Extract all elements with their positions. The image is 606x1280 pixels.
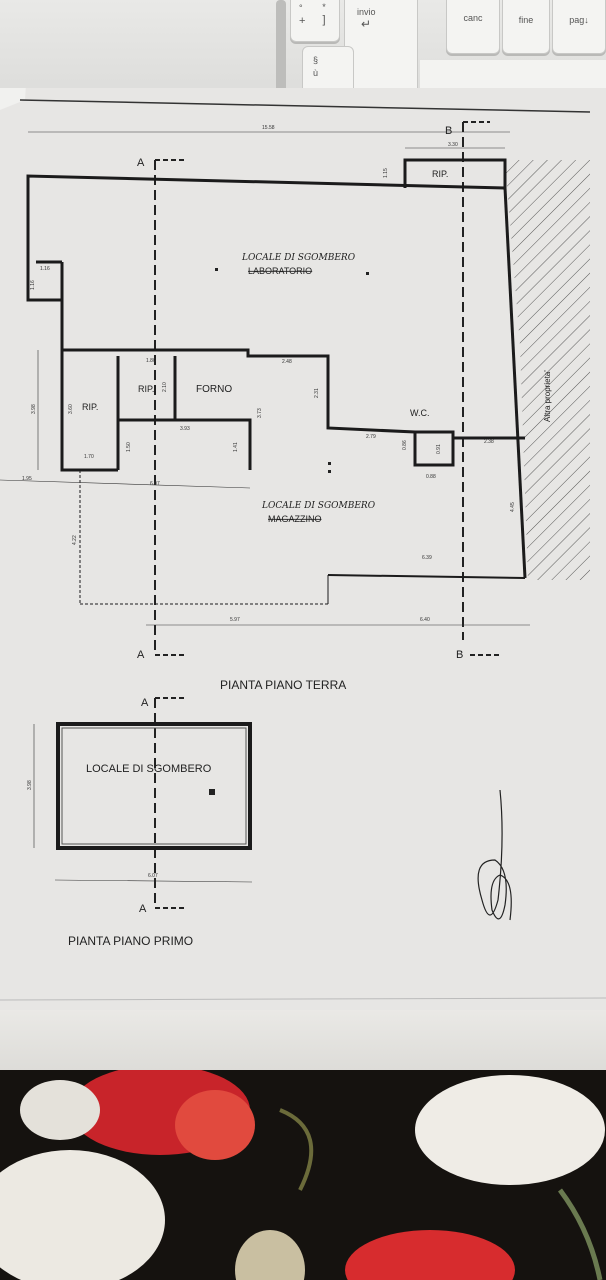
keyboard-key-plus[interactable]: ° + [290,0,340,42]
keyboard-key-canc[interactable]: canc [446,0,500,54]
keyboard-key-invio[interactable]: invio ↵ [344,0,418,96]
dim-2-79: 2.79 [366,434,376,440]
dim-0-88: 0.88 [426,474,436,480]
dim-6-07: 6.07 [150,481,160,487]
dim-1-95: 1.95 [22,476,32,482]
label-first-floor-room: LOCALE DI SGOMBERO [86,763,212,775]
background-fabric [0,1070,606,1280]
dim-4-45: 4.45 [510,502,516,512]
keyboard-key-fine[interactable]: fine [502,0,550,54]
label-mag-new: LOCALE DI SGOMBERO [261,501,376,511]
label-altra-proprieta: Altra proprieta' [543,370,552,422]
key-edge [276,0,286,96]
dim-1-16: 1.16 [40,266,50,272]
dim-4-22: 4.22 [72,535,78,545]
dim-3-93: 3.93 [180,426,190,432]
walls [26,158,527,605]
dim-2-31: 2.31 [314,388,320,398]
dim-6-39: 6.39 [422,555,432,561]
floor-plan-drawing: 15.58 3.30 B A Altra proprieta' RIP. 1.1… [0,20,606,1001]
label-forno: FORNO [196,384,232,395]
first-floor-title: PIANTA PIANO PRIMO [68,934,193,948]
keyboard-key-pag-down[interactable]: pag↓ [552,0,606,54]
dim-0-91: 0.91 [436,444,442,454]
dim-2-10: 2.10 [162,382,168,392]
fabric-pattern [0,1070,605,1280]
label-rip-top: RIP. [432,169,448,179]
dim-6-40: 6.40 [420,617,430,623]
dim-3-73: 3.73 [257,408,263,418]
label-mag-old: MAGAZZINO [268,514,322,524]
dim-6-07-first: 6.07 [148,873,158,879]
dim-3-60: 3.60 [68,404,74,414]
dim-3-98: 3.98 [31,404,37,414]
keyboard: ° + * ] invio ↵ § ù canc fine pag↓ [0,0,606,100]
dim-1-41: 1.41 [233,442,239,452]
keyboard-key-bracket[interactable]: * ] [322,2,326,26]
dim-1-15: 1.15 [383,168,389,178]
dim-15-58: 15.58 [262,125,275,131]
dim-3-30: 3.30 [448,142,458,148]
dim-1-80: 1.80 [146,358,156,364]
page-curl [0,20,30,110]
label-lab-new: LOCALE DI SGOMBERO [241,253,356,263]
label-lab-old: LABORATORIO [248,266,312,276]
ground-floor-title: PIANTA PIANO TERRA [220,678,346,692]
dim-0-86: 0.86 [402,440,408,450]
dim-5-97: 5.97 [230,617,240,623]
label-rip-left: RIP. [82,402,98,412]
dim-3-98-first: 3.98 [27,780,33,790]
dim-2-48: 2.48 [282,359,292,365]
label-rip-center: RIP. [138,384,154,394]
dim-1-50: 1.50 [126,442,132,452]
neighbour-hatch [505,160,590,580]
dim-2-38: 2.38 [484,439,494,445]
signature [477,789,512,921]
dim-1-70: 1.70 [84,454,94,460]
label-wc: W.C. [410,408,430,418]
dim-1-16b: 1.16 [30,280,36,290]
section-a-top: A [137,157,145,169]
section-a-first-top: A [141,697,149,709]
section-b-bottom: B [456,649,463,661]
section-b-top: B [445,125,452,137]
section-a-first-bottom: A [139,903,147,915]
section-a-bottom: A [137,649,145,661]
floor-plan-sheet: 15.58 3.30 B A Altra proprieta' RIP. 1.1… [0,20,606,1010]
first-floor-room [56,722,252,850]
